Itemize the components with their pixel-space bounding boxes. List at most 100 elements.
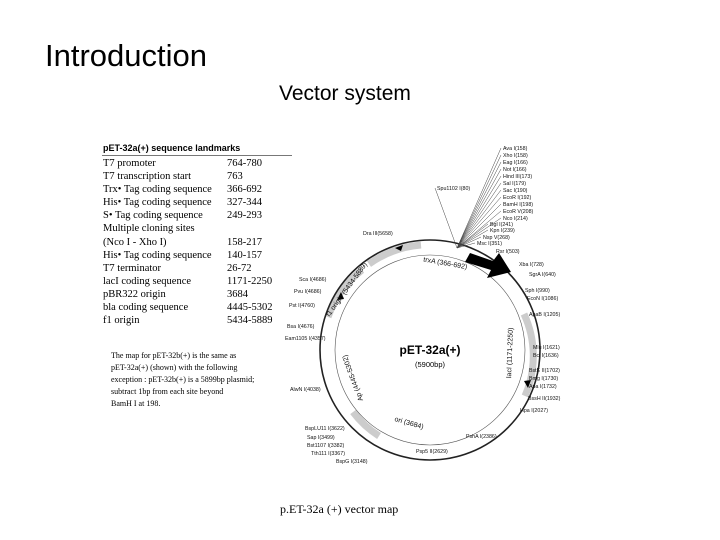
ap-arrow-icon	[337, 292, 344, 300]
landmark-name: bla coding sequence	[103, 302, 189, 314]
note-line: BamH I at 198.	[111, 399, 161, 408]
site-leader-line	[456, 229, 489, 249]
f1-origin-arc	[366, 241, 422, 267]
restriction-site-label: Ava I(158)	[503, 146, 528, 152]
plasmid-map: pET-32a(+) (5900bp) Dra III(5658) Sca I(4…	[285, 146, 561, 465]
site-leader-line	[456, 217, 502, 249]
restriction-site-label: Bsa I(4676)	[287, 324, 315, 330]
feature-label: trxA (366-692)	[423, 257, 468, 272]
restriction-site-label: BstE II(1702)	[529, 368, 560, 374]
plasmid-inner-track	[334, 254, 526, 446]
ori-arc	[350, 409, 381, 439]
site-leader-line	[456, 161, 502, 249]
restriction-site-label: Msc I(351)	[477, 241, 502, 247]
note-line: The map for pET-32b(+) is the same as	[111, 351, 237, 360]
landmark-row: (Nco I - Xho I)158-217	[103, 236, 293, 249]
restriction-site-label: Dra III(5658)	[363, 231, 393, 237]
figure-caption: p.ET-32a (+) vector map	[280, 502, 399, 516]
f1-arrow-icon	[395, 245, 403, 251]
site-leader-line	[456, 223, 489, 249]
restriction-site-label: Bmg I(1730)	[529, 376, 558, 382]
feature-label: ori (3684)	[394, 416, 425, 431]
restriction-site-label: Sca I(4686)	[299, 277, 327, 283]
restriction-site-label: Psp5 II(2629)	[416, 449, 448, 455]
restriction-site-label: BspG I(3148)	[336, 459, 368, 465]
plasmid-name: pET-32a(+)	[399, 343, 460, 357]
restriction-site-label: Nsp V(268)	[483, 235, 510, 241]
site-leader-line	[456, 182, 502, 249]
feature-label: lacI (1171-2250)	[506, 328, 515, 379]
restriction-site-label: PshA I(2386)	[466, 434, 497, 440]
landmark-row: His• Tag coding sequence 327-344	[103, 196, 293, 209]
landmark-row: bla coding sequence 4445-5302	[103, 301, 293, 314]
landmark-position: 4445-5302	[227, 302, 273, 314]
restriction-site-label: Bcl I(1636)	[533, 353, 559, 359]
site-leader-line	[456, 196, 502, 249]
plasmid-size: (5900bp)	[415, 360, 446, 369]
landmark-name: lacI coding sequence	[103, 275, 192, 287]
feature-label: Ap (4445-5302)	[342, 354, 365, 402]
site-leader-line	[456, 147, 502, 249]
restriction-site-label: Bgl I(241)	[490, 222, 513, 228]
landmark-position: 3684	[227, 288, 248, 300]
restriction-site-label: Xho I(158)	[503, 153, 528, 159]
restriction-site-label: BssH II(1932)	[528, 396, 561, 402]
restriction-site-label: Not I(166)	[503, 167, 527, 173]
site-leader-line	[456, 189, 502, 249]
feature-label: f1 origin (5434-5889)	[325, 261, 369, 318]
site-leader-line	[456, 203, 502, 249]
trxa-arrow	[465, 253, 511, 278]
restriction-site-label: Sap I(3499)	[307, 435, 335, 441]
landmark-row: f1 origin 5434-5889	[103, 314, 293, 327]
restriction-site-label: Pvu I(4686)	[294, 289, 322, 295]
restriction-site-label: SgrA I(640)	[529, 272, 556, 278]
landmark-position: 5434-5889	[227, 315, 273, 327]
restriction-site-label: ApaB I(1205)	[529, 312, 560, 318]
restriction-site-label: Eag I(166)	[503, 160, 528, 166]
restriction-site-label: Spu1102 I(80)	[437, 186, 470, 192]
landmark-position: 158-217	[227, 236, 262, 248]
restriction-site-label: Tth111 I(3367)	[311, 451, 345, 457]
site-leader-line	[456, 175, 502, 249]
note-line: pET-32a(+) (shown) with the following	[111, 363, 238, 372]
restriction-site-label: Rsr I(503)	[496, 249, 520, 255]
restriction-site-label: BspLU11 I(3622)	[305, 426, 345, 432]
slide-title: Introduction	[45, 38, 207, 73]
slide-subtitle: Vector system	[279, 82, 411, 105]
restriction-site-label: BamH I(198)	[503, 202, 533, 208]
landmark-position: 366-692	[227, 184, 262, 196]
landmark-name: His• Tag coding sequence	[103, 197, 212, 209]
landmark-row: pBR322 origin 3684	[103, 288, 293, 301]
note-line: exception : pET-32b(+) is a 5899bp plasm…	[111, 375, 255, 384]
site-leader-line	[434, 187, 458, 249]
landmark-name: T7 promoter	[103, 158, 156, 169]
restriction-site-label: EcoR V(208)	[503, 209, 534, 215]
site-leader-line	[456, 168, 502, 249]
landmarks-divider	[102, 155, 292, 156]
site-leader-line	[456, 236, 482, 249]
restriction-site-label: Hind III(173)	[503, 174, 532, 180]
restriction-site-label: EcoN I(1086)	[527, 296, 558, 302]
restriction-site-label: Apa I(1732)	[529, 384, 557, 390]
note-line: subtract 1bp from each site beyond	[111, 387, 224, 396]
ap-arc	[324, 267, 365, 319]
landmark-name: pBR322 origin	[103, 288, 166, 300]
landmark-name: S• Tag coding sequence	[103, 210, 203, 222]
pet32b-note: The map for pET-32b(+) is the same as pET…	[111, 350, 306, 410]
landmarks-title: pET-32a(+) sequence landmarks	[103, 143, 241, 153]
restriction-site-label: Kpn I(239)	[490, 228, 515, 234]
restriction-site-label: Nco I(214)	[503, 216, 528, 222]
restriction-site-label: EcoR I(192)	[503, 195, 531, 201]
restriction-site-label: Mlu I(1621)	[533, 345, 560, 351]
landmark-name: T7 terminator	[103, 262, 162, 274]
restriction-site-label: Pst I(4760)	[289, 303, 315, 309]
landmark-position: 327-344	[227, 197, 262, 209]
landmark-name: f1 origin	[103, 315, 140, 327]
